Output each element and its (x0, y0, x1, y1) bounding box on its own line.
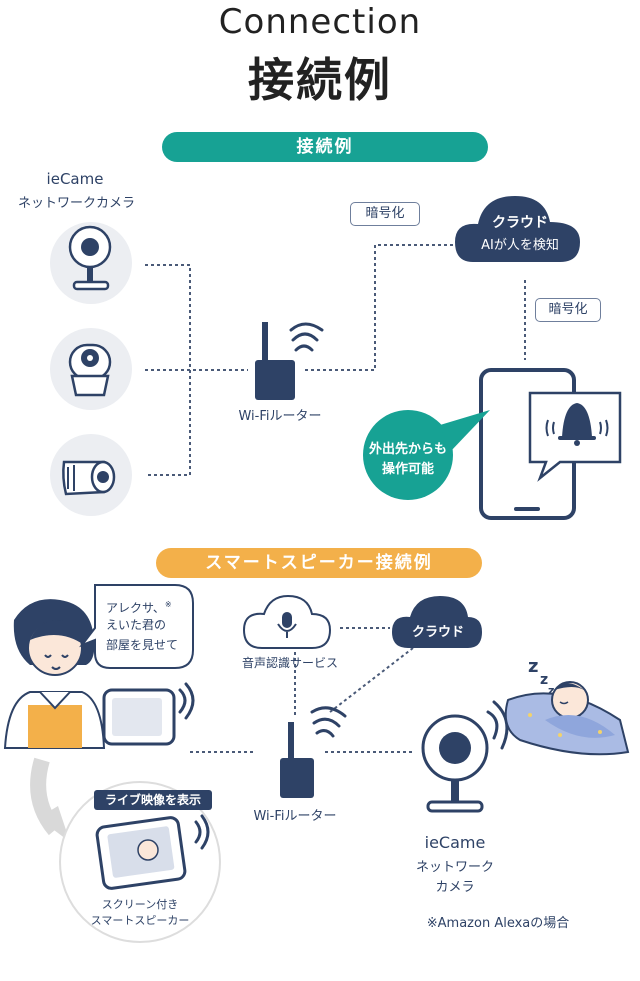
svg-text:z: z (548, 684, 554, 697)
speech-line-1: アレクサ、※ (106, 596, 172, 617)
router-label-1: Wi-Fiルーター (238, 409, 322, 424)
speech-line-3: 部屋を見せて (106, 638, 179, 652)
section1-pill: 接続例 (162, 132, 488, 162)
screen-speaker-icon (95, 814, 210, 890)
grey-arrow (30, 757, 70, 842)
camera-title: ieCame (46, 170, 104, 188)
title-japanese: 接続例 (248, 53, 392, 107)
camera-2-icon (68, 343, 112, 397)
svg-text:z: z (528, 656, 538, 677)
screen-speaker-line-1: スクリーン付き (101, 898, 179, 911)
camera-subtitle: ネットワークカメラ (18, 196, 136, 211)
phone-icon (479, 368, 622, 520)
svg-text:z: z (540, 672, 548, 688)
live-video-badge: ライブ映像を表示 (94, 790, 212, 810)
speech-bubble (79, 584, 194, 669)
encrypt-label-1: 暗号化 (350, 202, 420, 226)
voice-service-label: 音声認識サービス (241, 656, 338, 670)
voice-cloud-icon (242, 594, 332, 649)
encrypt-label-2: 暗号化 (535, 298, 601, 322)
remote-line-1: 外出先からも (368, 442, 447, 457)
camera-line-1: ネットワーク (415, 860, 494, 875)
smart-speaker-icon (102, 682, 195, 746)
cloud-label-2: クラウド (411, 625, 464, 640)
screen-speaker-line-2: スマートスピーカー (90, 914, 190, 927)
camera-line-2: カメラ (435, 880, 475, 895)
title-english: Connection (218, 2, 422, 42)
remote-bubble (363, 410, 490, 500)
person-illustration (3, 599, 106, 749)
alexa-note: ※Amazon Alexaの場合 (426, 916, 570, 931)
remote-line-2: 操作可能 (381, 462, 434, 477)
cloud-title-1: クラウド (492, 215, 548, 231)
cloud-icon-2 (392, 596, 482, 648)
sleeping-baby-illustration: z z z (504, 656, 630, 756)
router-cloud-line (305, 244, 460, 371)
cloud-subtitle-1: AIが人を検知 (481, 238, 559, 253)
camera-3-icon (62, 460, 116, 496)
speech-mark: ※ (164, 600, 172, 609)
section2-pill: スマートスピーカー接続例 (156, 548, 482, 578)
speech-line-1-text: アレクサ、 (106, 601, 165, 615)
router-icon-1 (255, 322, 324, 400)
camera-title-2: ieCame (424, 833, 486, 852)
camera-1-icon (68, 225, 112, 291)
cloud-icon-1 (455, 196, 580, 262)
camera-icon-2 (421, 700, 509, 813)
router-label-2: Wi-Fiルーター (253, 809, 337, 824)
router-icon-2 (280, 706, 347, 798)
speech-line-2: えいた君の (106, 618, 167, 632)
